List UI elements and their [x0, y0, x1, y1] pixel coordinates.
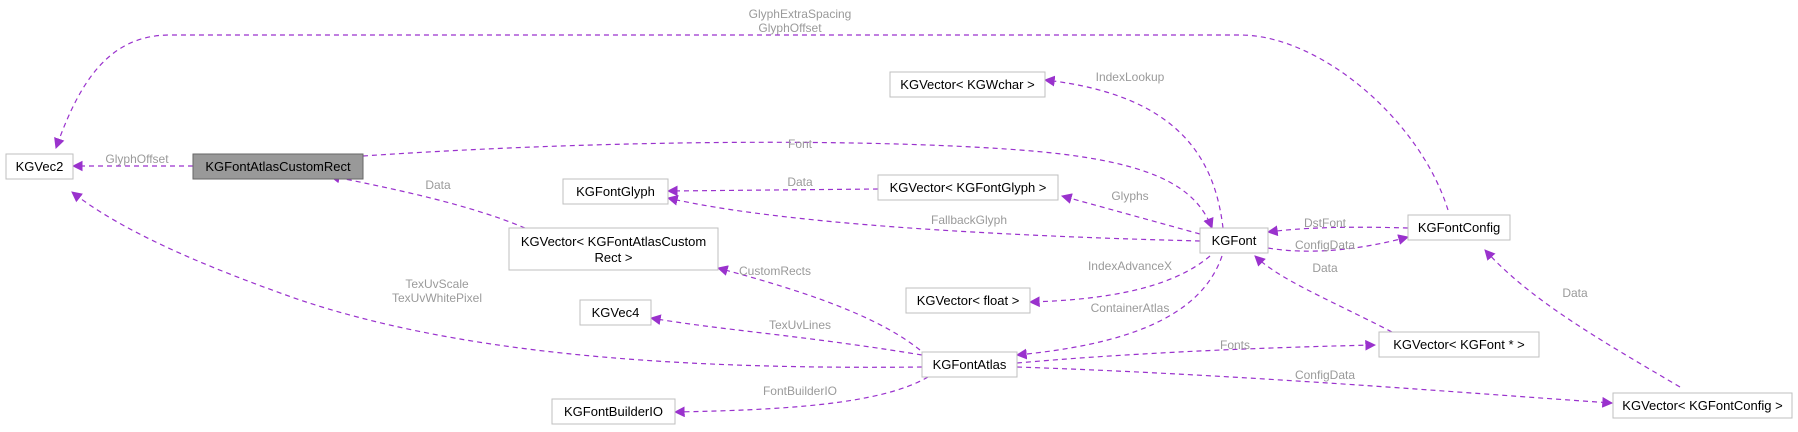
- label-font-builder-io: FontBuilderIO: [763, 384, 837, 398]
- edge-index-lookup: [1043, 75, 1224, 229]
- edge-font-builder-io: [673, 376, 929, 418]
- edge-custom-rects: [716, 265, 921, 351]
- node-kgvector-kgwchar[interactable]: KGVector< KGWchar >: [889, 71, 1046, 98]
- label-glyph-extra-spacing: GlyphExtraSpacing: [749, 7, 852, 21]
- svg-text:KGFontAtlasCustomRect: KGFontAtlasCustomRect: [205, 159, 351, 174]
- svg-text:KGVector< KGFontAtlasCustom: KGVector< KGFontAtlasCustom: [521, 234, 706, 249]
- label-container-atlas: ContainerAtlas: [1091, 301, 1170, 315]
- node-kgfontatlascustomrect[interactable]: KGFontAtlasCustomRect: [192, 153, 364, 180]
- edge-container-atlas: [1015, 255, 1223, 360]
- edge-glyphs: [1060, 193, 1201, 235]
- svg-text:KGVector< KGWchar >: KGVector< KGWchar >: [900, 77, 1034, 92]
- edge-data-config: [1484, 249, 1681, 388]
- svg-text:KGFontAtlas: KGFontAtlas: [933, 357, 1007, 372]
- label-config-data-atlas: ConfigData: [1295, 368, 1355, 382]
- label-index-lookup: IndexLookup: [1096, 70, 1165, 84]
- node-kgvector-kgfontglyph[interactable]: KGVector< KGFontGlyph >: [877, 174, 1059, 201]
- node-kgvec4[interactable]: KGVec4: [579, 299, 652, 326]
- label-data-glyph: Data: [787, 175, 813, 189]
- edge-data-glyph: [666, 185, 879, 197]
- edge-data-custom: [328, 172, 526, 229]
- label-tex-uv-scale: TexUvScale: [405, 277, 469, 291]
- node-kgvec2[interactable]: KGVec2: [5, 153, 74, 180]
- svg-text:KGVector< KGFontConfig >: KGVector< KGFontConfig >: [1622, 398, 1782, 413]
- svg-text:KGFont: KGFont: [1212, 233, 1257, 248]
- label-tex-uv-lines: TexUvLines: [769, 318, 831, 332]
- edge-config-data-atlas: [1016, 366, 1614, 408]
- node-kgvector-kgfontconfig[interactable]: KGVector< KGFontConfig >: [1612, 392, 1793, 419]
- edge-config-data-font: [1267, 234, 1410, 252]
- label-data-custom: Data: [425, 178, 451, 192]
- edge-tex-uv: [71, 191, 923, 368]
- edge-fallback-glyph: [666, 194, 1201, 242]
- svg-text:KGFontGlyph: KGFontGlyph: [576, 184, 655, 199]
- edge-font: [362, 141, 1214, 230]
- svg-text:Rect >: Rect >: [595, 250, 633, 265]
- label-font: Font: [788, 137, 813, 151]
- node-kgfontconfig[interactable]: KGFontConfig: [1407, 214, 1511, 241]
- node-kgfontatlas[interactable]: KGFontAtlas: [921, 351, 1018, 378]
- svg-text:KGVector< KGFont * >: KGVector< KGFont * >: [1393, 337, 1525, 352]
- svg-text:KGVec2: KGVec2: [16, 159, 64, 174]
- label-index-advance-x: IndexAdvanceX: [1088, 259, 1172, 273]
- node-kgvector-kgfontatlascustomrect[interactable]: KGVector< KGFontAtlasCustom Rect >: [508, 227, 719, 271]
- label-tex-uv-white-pixel: TexUvWhitePixel: [392, 291, 482, 305]
- edge-glyph-extra-spacing: [54, 34, 1449, 211]
- label-data-config: Data: [1562, 286, 1588, 300]
- node-kgfont[interactable]: KGFont: [1199, 227, 1269, 254]
- edge-tex-uv-lines: [649, 314, 923, 356]
- label-custom-rects: CustomRects: [739, 264, 811, 278]
- label-glyph-offset: GlyphOffset: [105, 152, 169, 166]
- label-data-font: Data: [1312, 261, 1338, 275]
- node-kgfontglyph[interactable]: KGFontGlyph: [562, 178, 669, 205]
- svg-text:KGVector< KGFontGlyph >: KGVector< KGFontGlyph >: [890, 180, 1047, 195]
- svg-text:KGFontConfig: KGFontConfig: [1418, 220, 1500, 235]
- svg-text:KGFontBuilderIO: KGFontBuilderIO: [564, 404, 663, 419]
- label-dst-font: DstFont: [1304, 216, 1347, 230]
- node-kgvector-kgfont-ptr[interactable]: KGVector< KGFont * >: [1378, 331, 1540, 358]
- edge-fonts: [1016, 339, 1377, 364]
- node-kgvector-float[interactable]: KGVector< float >: [905, 287, 1031, 314]
- svg-text:KGVec4: KGVec4: [592, 305, 640, 320]
- svg-text:KGVector< float >: KGVector< float >: [917, 293, 1020, 308]
- edge-index-advance-x: [1028, 255, 1211, 308]
- label-fonts: Fonts: [1220, 338, 1250, 352]
- label-glyph-offset-top: GlyphOffset: [758, 21, 822, 35]
- label-fallback-glyph: FallbackGlyph: [931, 213, 1007, 227]
- label-glyphs: Glyphs: [1111, 189, 1148, 203]
- edge-data-font: [1254, 255, 1393, 333]
- label-config-data-font: ConfigData: [1295, 238, 1355, 252]
- node-kgfontbuilderio[interactable]: KGFontBuilderIO: [551, 398, 676, 425]
- edge-dst-font: [1266, 225, 1409, 237]
